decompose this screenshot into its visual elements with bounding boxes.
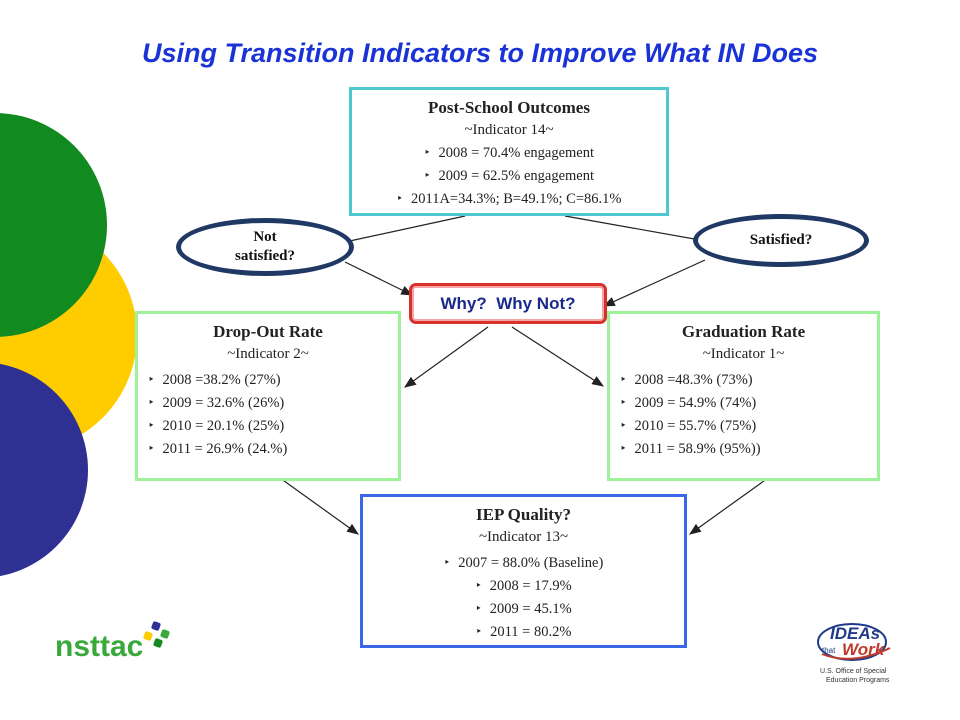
list-item: 2009 = 54.9% (74%) [620,392,877,415]
drop-out-rate-list: 2008 =38.2% (27%) 2009 = 32.6% (26%) 201… [138,369,398,461]
iep-quality-heading: IEP Quality? [476,505,571,524]
list-item: 2010 = 20.1% (25%) [148,415,398,438]
graduation-rate-box: Graduation Rate ~Indicator 1~ 2008 =48.3… [607,311,880,481]
why-why-not-box: Why? Why Not? [409,283,607,324]
iep-quality-box: IEP Quality? ~Indicator 13~ 2007 = 88.0%… [360,494,687,648]
list-item: 2008 =48.3% (73%) [620,369,877,392]
graduation-rate-list: 2008 =48.3% (73%) 2009 = 54.9% (74%) 201… [610,369,877,461]
post-school-outcomes-heading: Post-School Outcomes [428,98,590,117]
drop-out-rate-heading: Drop-Out Rate [213,322,323,341]
nsttac-logo-text: nsttac [55,630,144,663]
arrow-right-oval-to-why [602,259,706,307]
ideas-logo-that: that [822,646,836,655]
arrow-why-to-right [511,326,605,387]
list-item: 2008 = 70.4% engagement [352,142,666,165]
post-school-outcomes-list: 2008 = 70.4% engagement 2009 = 62.5% eng… [352,142,666,211]
indicator-1-label: ~Indicator 1~ [702,346,785,362]
post-school-outcomes-box: Post-School Outcomes ~Indicator 14~ 2008… [349,87,669,216]
list-item: 2008 = 17.9% [363,575,684,598]
list-item: 2011 = 80.2% [363,621,684,644]
navy-circle [0,363,88,577]
ideas-logo-title: IDEAs [830,624,881,643]
arrow-left-oval-to-why [344,261,414,296]
list-item: 2010 = 55.7% (75%) [620,415,877,438]
list-item: 2008 =38.2% (27%) [148,369,398,392]
list-item: 2011 = 26.9% (24.%) [148,438,398,461]
ideas-logo-office-line1: U.S. Office of Special [820,668,887,675]
ideas-logo-office-line2: Education Programs [826,677,890,684]
page-title: Using Transition Indicators to Improve W… [141,38,819,68]
not-satisfied-line1: Not [253,229,277,245]
list-item: 2009 = 62.5% engagement [352,165,666,188]
ideas-that-work-logo: IDEAs that Work U.S. Office of Special E… [812,618,902,688]
arrow-top-to-right-oval [564,215,701,241]
nsttac-logo-mark [143,621,170,648]
list-item: 2007 = 88.0% (Baseline) [363,552,684,575]
list-item: 2009 = 32.6% (26%) [148,392,398,415]
list-item: 2011A=34.3%; B=49.1%; C=86.1% [352,188,666,211]
indicator-14-label: ~Indicator 14~ [464,122,554,138]
iep-quality-list: 2007 = 88.0% (Baseline) 2008 = 17.9% 200… [363,552,684,644]
list-item: 2009 = 45.1% [363,598,684,621]
satisfied-label: Satisfied? [749,232,813,248]
arrow-right-to-bottom [689,477,769,535]
not-satisfied-line2: satisfied? [235,248,295,264]
indicator-13-label: ~Indicator 13~ [478,529,569,545]
ideas-swoosh-icon [817,623,891,661]
indicator-2-label: ~Indicator 2~ [227,346,309,362]
nsttac-logo: nsttac [55,630,143,664]
list-item: 2011 = 58.9% (95%)) [620,438,877,461]
graduation-rate-heading: Graduation Rate [681,322,806,341]
ideas-logo-work: Work [842,640,885,659]
arrow-why-to-left [404,326,489,388]
arrow-left-to-bottom [279,477,359,535]
why-why-not-label: Why? Why Not? [440,293,576,313]
decorative-circles [0,113,137,577]
not-satisfied-oval: Not satisfied? [176,218,354,276]
drop-out-rate-box: Drop-Out Rate ~Indicator 2~ 2008 =38.2% … [135,311,401,481]
green-circle [0,113,107,337]
satisfied-oval: Satisfied? [693,214,869,267]
arrow-top-to-left-oval [344,215,466,243]
